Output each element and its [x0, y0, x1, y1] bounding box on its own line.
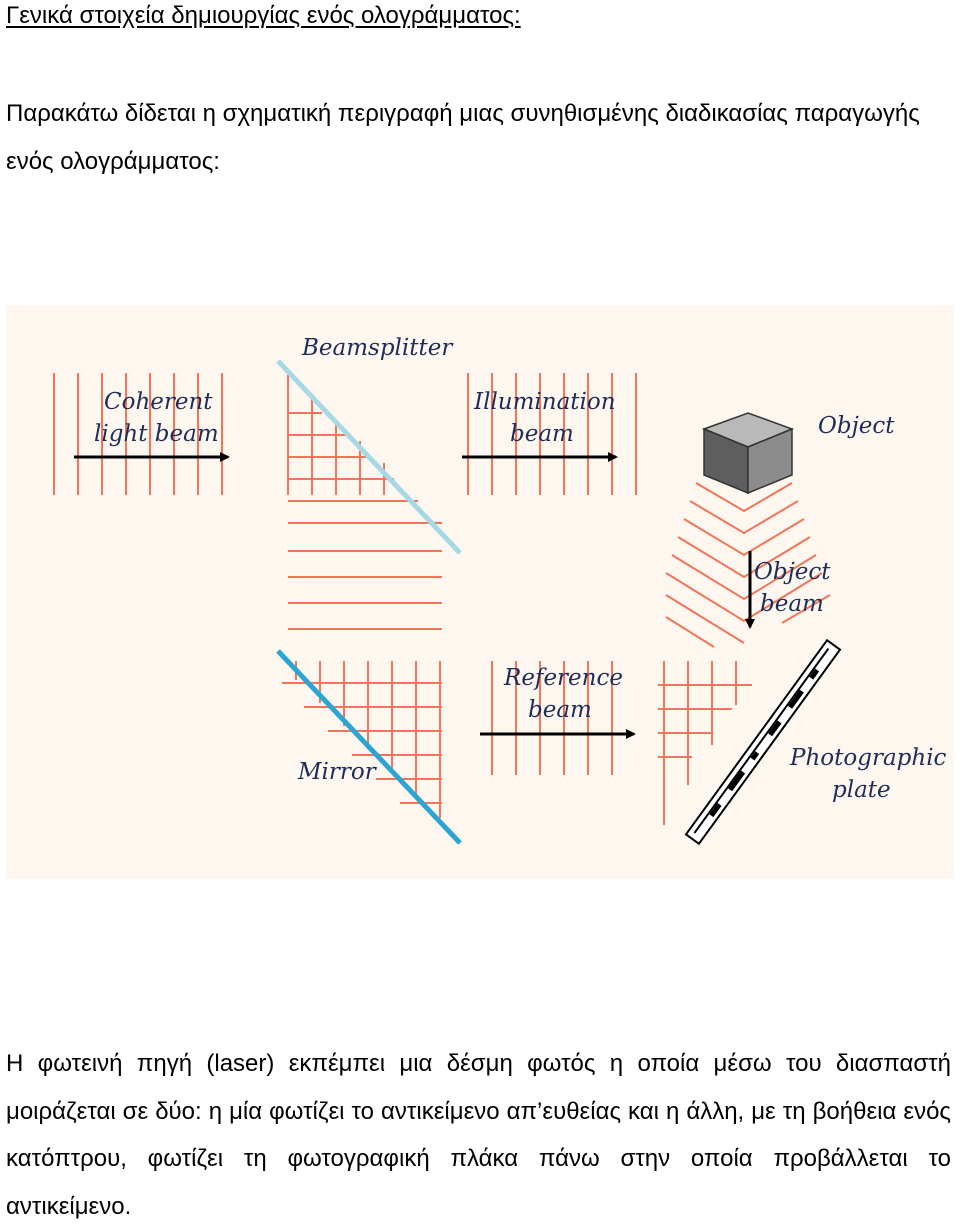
photographic-plate — [684, 638, 842, 846]
mirror-wavefronts — [282, 661, 442, 818]
hologram-diagram: Beamsplitter Coherent light beam Illumin… — [6, 305, 954, 879]
reference-wavefronts — [491, 661, 613, 775]
label-object-beam-2: beam — [760, 591, 824, 617]
plate-wavefronts — [658, 661, 752, 825]
label-plate-2: plate — [832, 777, 891, 803]
label-mirror: Mirror — [297, 759, 378, 785]
coherent-wavefronts — [53, 373, 223, 495]
label-object: Object — [818, 413, 895, 439]
object-beam-wavefronts — [665, 482, 831, 648]
illumination-wavefronts — [467, 373, 637, 495]
mirror-glass — [276, 649, 462, 845]
label-reference-1: Reference — [503, 665, 623, 691]
label-coherent-1: Coherent — [104, 389, 213, 415]
label-object-beam-1: Object — [754, 559, 831, 585]
label-beamsplitter: Beamsplitter — [301, 335, 454, 361]
label-illumination-1: Illumination — [473, 389, 616, 415]
label-illumination-2: beam — [510, 421, 574, 447]
label-reference-2: beam — [528, 697, 592, 723]
down-wavefronts — [288, 550, 442, 630]
beamsplitter-glass — [276, 359, 462, 555]
label-coherent-2: light beam — [94, 421, 219, 447]
caption-paragraph: Η φωτεινή πηγή (laser) εκπέμπει μια δέσμ… — [6, 1050, 951, 1220]
intro-paragraph: Παρακάτω δίδεται η σχηματική περιγραφή μ… — [6, 100, 920, 175]
label-plate-1: Photographic — [789, 745, 947, 771]
page-heading: Γενικά στοιχεία δημιουργίας ενός ολογράμ… — [6, 2, 521, 29]
object-cube — [701, 412, 795, 495]
